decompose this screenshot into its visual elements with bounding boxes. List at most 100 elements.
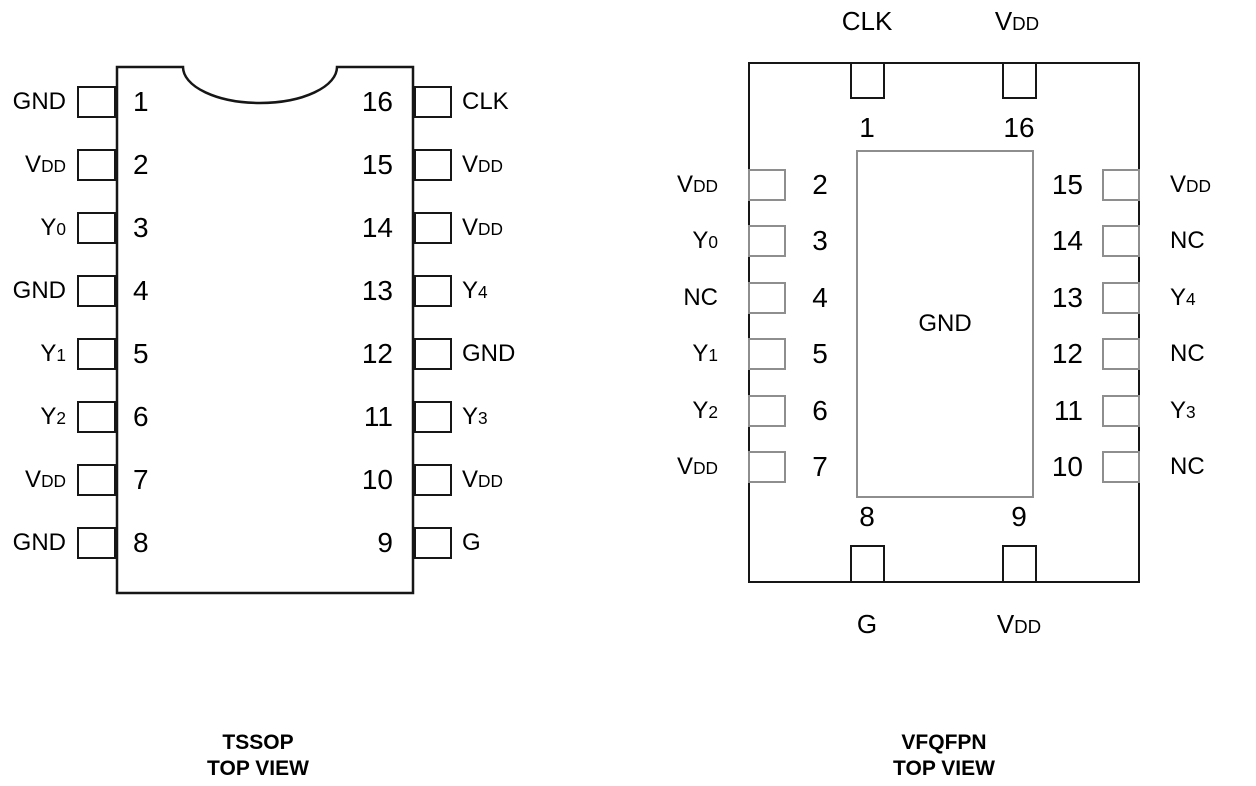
vfqfpn-pin-9-label: VDD [996,609,1042,639]
vfqfpn-caption: VFQFPN TOP VIEW [794,730,1094,782]
vfqfpn-pin-16-pad [1002,62,1037,99]
vfqfpn-pin-2-pad [748,169,786,201]
vfqfpn-pin-16-number: 16 [1003,112,1035,143]
vfqfpn-pin-10-label: NC [1170,453,1205,480]
vfqfpn-pin-1-number: 1 [859,112,875,143]
tssop-pin-4-pad [77,275,116,307]
tssop-pin-16-pad [414,86,452,118]
tssop-caption: TSSOP TOP VIEW [108,730,408,782]
tssop-caption-view: TOP VIEW [207,757,309,780]
tssop-pin-5-pad [77,338,116,370]
vfqfpn-pin-13-pad [1102,282,1140,314]
vfqfpn-pin-7-label: VDD [677,453,718,480]
vfqfpn-exposed-pad-label: GND [918,310,972,337]
tssop-pin-6-number: 6 [133,401,149,432]
tssop-pin-10-number: 10 [361,464,393,495]
tssop-pin-3-pad [77,212,116,244]
tssop-pin-10-label: VDD [462,466,503,493]
vfqfpn-pin-16-label: VDD [994,6,1040,36]
tssop-pin-13-pad [414,275,452,307]
tssop-body-outline-with-pin1-notch [115,65,415,595]
vfqfpn-pin-1-pad [850,62,885,99]
tssop-pin-15-pad [414,149,452,181]
vfqfpn-pin-4-number: 4 [812,282,828,313]
vfqfpn-pin-15-number: 15 [1051,169,1083,200]
tssop-pin-5-label: Y1 [40,340,66,367]
tssop-pin-1-number: 1 [133,86,149,117]
tssop-pin-1-pad [77,86,116,118]
vfqfpn-pin-5-number: 5 [812,338,828,369]
vfqfpn-pin-11-label: Y3 [1170,397,1196,424]
tssop-pin-14-number: 14 [361,212,393,243]
vfqfpn-pin-12-label: NC [1170,340,1205,367]
tssop-pin-12-label: GND [462,340,516,367]
vfqfpn-pin-14-number: 14 [1051,225,1083,256]
vfqfpn-pin-14-pad [1102,225,1140,257]
tssop-pin-11-pad [414,401,452,433]
tssop-pin-7-pad [77,464,116,496]
vfqfpn-pin-11-pad [1102,395,1140,427]
tssop-pin-2-label: VDD [25,151,66,178]
tssop-pin-3-label: Y0 [40,214,66,241]
tssop-pin-3-number: 3 [133,212,149,243]
vfqfpn-pin-7-pad [748,451,786,483]
tssop-pin-2-number: 2 [133,149,149,180]
vfqfpn-pin-5-pad [748,338,786,370]
vfqfpn-pin-7-number: 7 [812,451,828,482]
vfqfpn-pin-15-pad [1102,169,1140,201]
vfqfpn-pin-10-pad [1102,451,1140,483]
tssop-pin-6-label: Y2 [40,403,66,430]
tssop-pin-13-label: Y4 [462,277,488,304]
tssop-pin-4-number: 4 [133,275,149,306]
tssop-pin-9-label: G [462,529,481,556]
tssop-pin-4-label: GND [12,277,66,304]
tssop-pin-8-pad [77,527,116,559]
tssop-pin-16-label: CLK [462,88,509,115]
vfqfpn-pin-8-number: 8 [859,501,875,532]
vfqfpn-pin-1-label: CLK [841,6,893,36]
vfqfpn-pin-11-number: 11 [1053,395,1083,426]
vfqfpn-pin-6-pad [748,395,786,427]
vfqfpn-pin-3-label: Y0 [692,227,718,254]
vfqfpn-pin-12-pad [1102,338,1140,370]
tssop-pin-7-number: 7 [133,464,149,495]
tssop-pin-14-label: VDD [462,214,503,241]
vfqfpn-caption-view: TOP VIEW [893,757,995,780]
vfqfpn-exposed-pad: GND [856,150,1034,498]
vfqfpn-pin-4-pad [748,282,786,314]
vfqfpn-pin-6-label: Y2 [692,397,718,424]
tssop-caption-package: TSSOP [222,731,294,754]
tssop-pin-15-label: VDD [462,151,503,178]
vfqfpn-pin-3-number: 3 [812,225,828,256]
tssop-pin-10-pad [414,464,452,496]
tssop-pin-8-label: GND [12,529,66,556]
vfqfpn-pin-6-number: 6 [812,395,828,426]
tssop-pin-1-label: GND [12,88,66,115]
tssop-pin-8-number: 8 [133,527,149,558]
tssop-pin-12-pad [414,338,452,370]
vfqfpn-pin-13-number: 13 [1051,282,1083,313]
tssop-pin-11-number: 11 [363,401,393,432]
tssop-pin-14-pad [414,212,452,244]
vfqfpn-pin-9-number: 9 [1011,501,1027,532]
tssop-pin-2-pad [77,149,116,181]
tssop-pin-5-number: 5 [133,338,149,369]
vfqfpn-pin-10-number: 10 [1051,451,1083,482]
vfqfpn-pin-8-pad [850,545,885,583]
vfqfpn-pin-8-label: G [856,609,878,639]
vfqfpn-pin-2-label: VDD [677,171,718,198]
tssop-pin-9-number: 9 [377,527,393,558]
tssop-pin-11-label: Y3 [462,403,488,430]
vfqfpn-caption-package: VFQFPN [901,731,987,754]
tssop-pin-9-pad [414,527,452,559]
vfqfpn-pin-4-label: NC [683,284,718,311]
vfqfpn-pin-3-pad [748,225,786,257]
vfqfpn-pin-12-number: 12 [1051,338,1083,369]
tssop-pin-15-number: 15 [361,149,393,180]
vfqfpn-pin-2-number: 2 [812,169,828,200]
vfqfpn-pin-9-pad [1002,545,1037,583]
tssop-pin-6-pad [77,401,116,433]
tssop-pin-13-number: 13 [361,275,393,306]
tssop-pin-16-number: 16 [361,86,393,117]
